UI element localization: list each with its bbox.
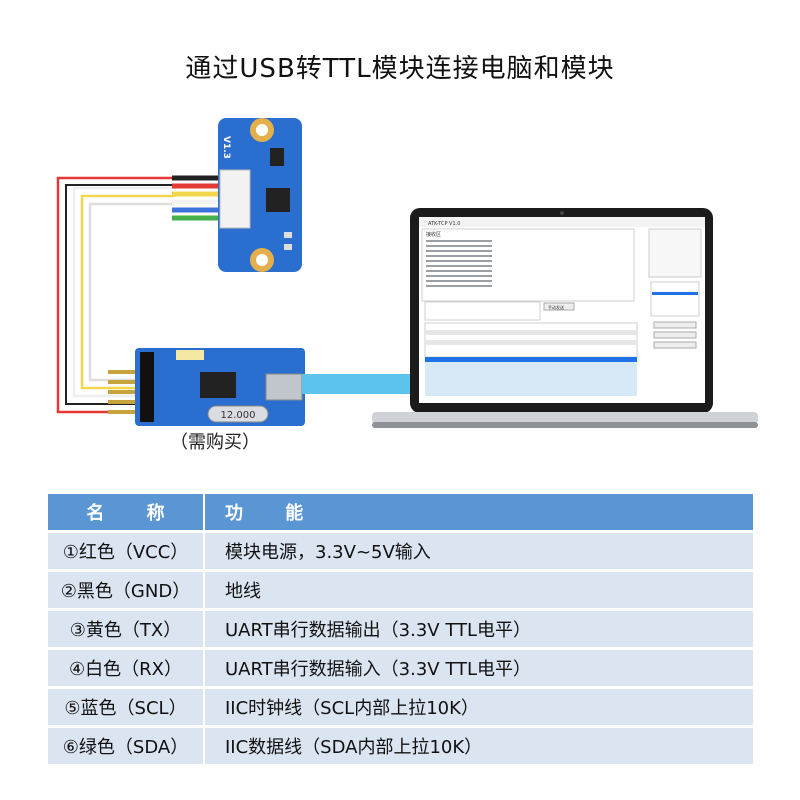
wire-function: 模块电源，3.3V~5V输入 bbox=[205, 533, 753, 569]
wire-function: IIC数据线（SDA内部上拉10K） bbox=[205, 728, 753, 764]
usb-cable bbox=[302, 374, 416, 394]
table-row: ⑥绿色（SDA） IIC数据线（SDA内部上拉10K） bbox=[48, 728, 753, 764]
table-row: ①红色（VCC） 模块电源，3.3V~5V输入 bbox=[48, 533, 753, 569]
sensor-board-version: V1.3 bbox=[221, 136, 231, 159]
connection-illustration: V1.3 12.000 ATK-TCP V1.0 接收区 bbox=[56, 118, 758, 428]
svg-text:接收区: 接收区 bbox=[426, 231, 441, 238]
wire-black-outline bbox=[65, 184, 175, 405]
table-row: ④白色（RX） UART串行数据输入（3.3V TTL电平） bbox=[48, 650, 753, 686]
wire-function: UART串行数据输入（3.3V TTL电平） bbox=[205, 650, 753, 686]
wire-function: IIC时钟线（SCL内部上拉10K） bbox=[205, 689, 753, 725]
header-name: 名 称 bbox=[48, 494, 205, 530]
table-row: ⑤蓝色（SCL） IIC时钟线（SCL内部上拉10K） bbox=[48, 689, 753, 725]
wire-name: ⑥绿色（SDA） bbox=[48, 728, 205, 764]
wire-yellow bbox=[80, 194, 175, 390]
wire-function: 地线 bbox=[205, 572, 753, 608]
sensor-board: V1.3 bbox=[218, 118, 302, 272]
ribbon-cable bbox=[172, 175, 218, 221]
table-row: ③黄色（TX） UART串行数据输出（3.3V TTL电平） bbox=[48, 611, 753, 647]
wire-name: ④白色（RX） bbox=[48, 650, 205, 686]
purchase-note: （需购买） bbox=[170, 432, 260, 453]
laptop: ATK-TCP V1.0 接收区 手动发送 bbox=[372, 208, 758, 428]
usb-ttl-board: 12.000 bbox=[108, 348, 305, 426]
software-titlebar bbox=[419, 217, 705, 227]
wire-red bbox=[56, 176, 175, 414]
svg-text:手动发送: 手动发送 bbox=[548, 304, 564, 310]
wire-name: ⑤蓝色（SCL） bbox=[48, 689, 205, 725]
svg-text:ATK-TCP V1.0: ATK-TCP V1.0 bbox=[428, 221, 460, 227]
wire-name: ③黄色（TX） bbox=[48, 611, 205, 647]
wire-white bbox=[72, 186, 175, 398]
wire-function: UART串行数据输出（3.3V TTL电平） bbox=[205, 611, 753, 647]
wire-name: ②黑色（GND） bbox=[48, 572, 205, 608]
header-function: 功 能 bbox=[205, 494, 753, 530]
page-title: 通过USB转TTL模块连接电脑和模块 bbox=[185, 54, 615, 84]
crystal-label: 12.000 bbox=[221, 410, 256, 421]
pin-function-table: 名 称 功 能 ①红色（VCC） 模块电源，3.3V~5V输入 ②黑色（GND）… bbox=[48, 491, 753, 767]
wire-name: ①红色（VCC） bbox=[48, 533, 205, 569]
wire-bundle bbox=[56, 176, 175, 414]
table-row: ②黑色（GND） 地线 bbox=[48, 572, 753, 608]
table-header-row: 名 称 功 能 bbox=[48, 494, 753, 530]
